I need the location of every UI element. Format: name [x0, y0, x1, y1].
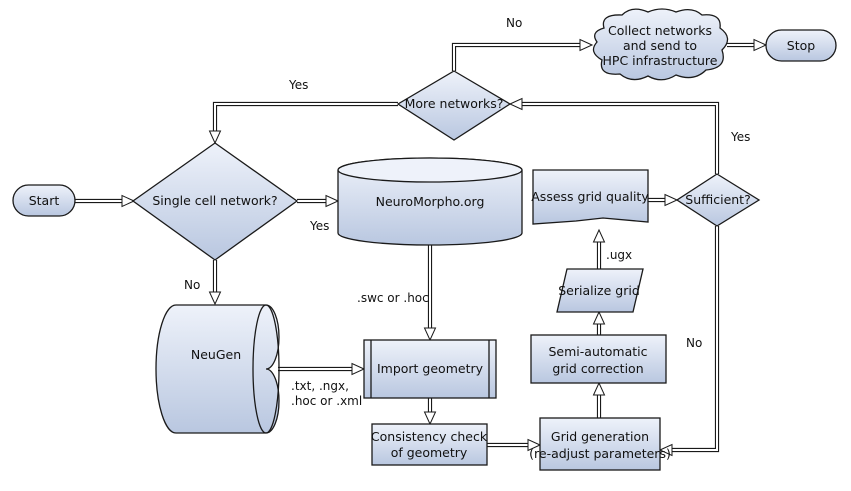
- collect-label-line2: and send to: [623, 38, 697, 53]
- sufficient-decision-node: Sufficient?: [675, 173, 761, 227]
- connector-start-to-single-cell: [75, 194, 136, 208]
- semi-auto-label-line2: grid correction: [552, 361, 643, 376]
- connector-grid-generation-to-semi-auto: [592, 381, 606, 418]
- sufficient-label: Sufficient?: [685, 192, 750, 207]
- neuromorpho-label: NeuroMorpho.org: [376, 194, 485, 209]
- connector-serialize-to-assess: [592, 228, 606, 269]
- neugen-label: NeuGen: [191, 347, 241, 362]
- connector-assess-to-sufficient: [648, 193, 679, 207]
- collect-label-line3: HPC infrastructure: [603, 53, 718, 68]
- import-geometry-node: Import geometry: [363, 339, 497, 399]
- edge-label-more-networks-yes: Yes: [288, 78, 308, 92]
- import-geometry-label: Import geometry: [377, 361, 484, 376]
- consistency-check-node: Consistency check of geometry: [371, 423, 488, 466]
- connector-single-cell-to-neugen: [208, 260, 222, 306]
- connectors: [75, 38, 768, 457]
- connector-sufficient-to-more-networks: [508, 97, 720, 174]
- grid-generation-label-line2: (re-adjust parameters): [529, 446, 671, 461]
- more-networks-decision-node: More networks?: [396, 70, 512, 141]
- single-cell-label: Single cell network?: [152, 193, 277, 208]
- collect-label-line1: Collect networks: [608, 23, 712, 38]
- assess-grid-quality-label: Assess grid quality: [531, 189, 649, 204]
- start-label: Start: [29, 193, 60, 208]
- connector-more-networks-to-collect: [451, 38, 594, 71]
- connector-more-networks-to-single-cell: [208, 101, 398, 145]
- grid-generation-label-line1: Grid generation: [551, 429, 649, 444]
- grid-generation-node: Grid generation (re-adjust parameters): [529, 417, 671, 471]
- edge-labels: No Yes Yes No .swc or .hoc .txt, .ngx, .…: [184, 16, 750, 408]
- single-cell-decision-node: Single cell network?: [131, 142, 299, 261]
- semi-auto-correction-node: Semi-automatic grid correction: [530, 334, 667, 384]
- edge-label-neugen-formats-line1: .txt, .ngx,: [291, 379, 349, 393]
- serialize-grid-label: Serialize grid: [558, 283, 640, 298]
- edge-label-neugen-formats-line2: .hoc or .xml: [291, 394, 362, 408]
- connector-neuromorpho-to-import: [423, 245, 437, 342]
- connector-sufficient-to-grid-generation: [658, 226, 720, 457]
- semi-auto-label-line1: Semi-automatic: [549, 344, 648, 359]
- connector-neugen-to-import: [278, 362, 366, 376]
- consistency-check-label-line2: of geometry: [391, 445, 468, 460]
- stop-label: Stop: [787, 38, 815, 53]
- collect-networks-cloud-node: Collect networks and send to HPC infrast…: [592, 8, 729, 81]
- connector-consistency-to-grid-generation: [487, 438, 542, 452]
- edge-label-swc-hoc: .swc or .hoc: [357, 291, 429, 305]
- edge-label-single-cell-yes: Yes: [309, 219, 329, 233]
- neuromorpho-database-node: NeuroMorpho.org: [337, 157, 523, 246]
- stop-node: Stop: [765, 29, 837, 62]
- neugen-storage-node: NeuGen: [155, 304, 280, 434]
- assess-grid-quality-node: Assess grid quality: [531, 169, 649, 225]
- edge-label-more-networks-no: No: [506, 16, 522, 30]
- consistency-check-label-line1: Consistency check: [371, 429, 488, 444]
- edge-label-ugx: .ugx: [606, 248, 632, 262]
- start-node: Start: [12, 184, 76, 217]
- connector-single-cell-to-neuromorpho: [297, 194, 340, 208]
- connector-import-to-consistency: [423, 398, 437, 426]
- edge-label-single-cell-no: No: [184, 278, 200, 292]
- connector-collect-to-stop: [727, 38, 768, 52]
- more-networks-label: More networks?: [405, 96, 504, 111]
- edge-label-sufficient-yes: Yes: [730, 130, 750, 144]
- serialize-grid-node: Serialize grid: [556, 268, 644, 313]
- connector-semi-auto-to-serialize: [592, 310, 606, 335]
- edge-label-sufficient-no: No: [686, 336, 702, 350]
